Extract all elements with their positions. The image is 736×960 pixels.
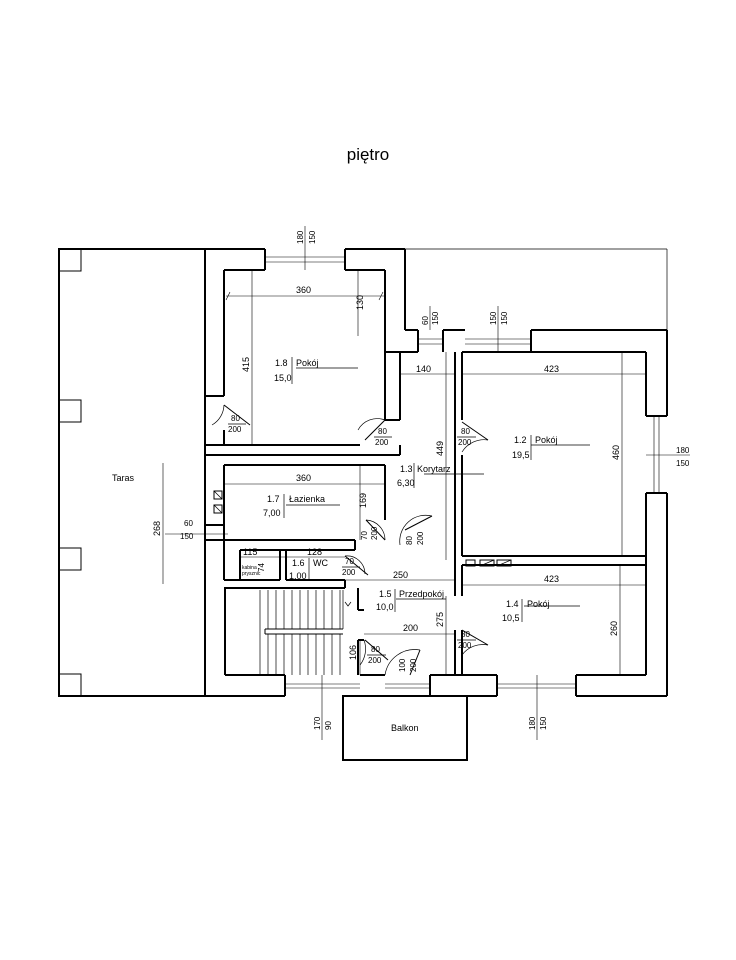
door-r18-width: 80 bbox=[231, 414, 240, 423]
plan-title: piętro bbox=[346, 145, 390, 164]
door-bal-height: 200 bbox=[409, 658, 418, 672]
room-1-4-area: 10,5 bbox=[502, 613, 520, 623]
dim-200: 200 bbox=[403, 623, 418, 633]
window-r12-width: 150 bbox=[489, 311, 498, 325]
window-right-height: 150 bbox=[676, 459, 690, 468]
dim-128: 128 bbox=[307, 547, 322, 557]
dim-250: 250 bbox=[393, 570, 408, 580]
room-1-8-area: 15,0 bbox=[274, 373, 292, 383]
dim-106: 106 bbox=[348, 645, 358, 660]
room-1-2: 1.2 Pokój 19,5 bbox=[512, 435, 558, 460]
door-r18b-width: 80 bbox=[378, 427, 387, 436]
dimension-lines bbox=[224, 270, 646, 675]
window-small-width: 60 bbox=[421, 316, 430, 325]
room-1-5-name: Przedpokój bbox=[399, 589, 444, 599]
door-wc-width: 70 bbox=[345, 557, 354, 566]
door-stair-height: 200 bbox=[368, 656, 382, 665]
room-1-5-area: 10,0 bbox=[376, 602, 394, 612]
room-1-2-number: 1.2 bbox=[514, 435, 527, 445]
dim-74: 74 bbox=[257, 563, 266, 572]
door-wc-height: 200 bbox=[342, 568, 356, 577]
balkon-label: Balkon bbox=[391, 723, 419, 733]
dim-360-bath: 360 bbox=[296, 473, 311, 483]
room-1-6-number: 1.6 bbox=[292, 558, 305, 568]
dim-423-top: 423 bbox=[544, 364, 559, 374]
window-taras-height: 150 bbox=[180, 532, 194, 541]
door-r14-width: 80 bbox=[461, 630, 470, 639]
exterior-walls bbox=[204, 248, 668, 697]
room-1-7-number: 1.7 bbox=[267, 494, 280, 504]
room-1-8: 1.8 Pokój 15,0 bbox=[274, 357, 319, 384]
fixtures bbox=[213, 490, 512, 567]
window-small-height: 150 bbox=[431, 311, 440, 325]
room-1-7-name: Łazienka bbox=[289, 494, 325, 504]
dim-130: 130 bbox=[355, 295, 365, 310]
room-1-5-number: 1.5 bbox=[379, 589, 392, 599]
window-right-width: 180 bbox=[676, 446, 690, 455]
window-bal-width: 170 bbox=[313, 716, 322, 730]
door-r12-width: 80 bbox=[461, 427, 470, 436]
room-1-3: 1.3 Korytarz 6,30 bbox=[397, 463, 451, 488]
staircase bbox=[259, 590, 352, 675]
window-bal-height: 90 bbox=[324, 721, 333, 730]
door-laz-height: 200 bbox=[370, 526, 379, 540]
room-1-3-number: 1.3 bbox=[400, 464, 413, 474]
room-1-3-area: 6,30 bbox=[397, 478, 415, 488]
dim-275: 275 bbox=[435, 612, 445, 627]
room-1-6-name: WC bbox=[313, 558, 328, 568]
room-1-2-name: Pokój bbox=[535, 435, 558, 445]
room-1-2-area: 19,5 bbox=[512, 450, 530, 460]
dimension-labels: 360 130 415 140 423 460 449 360 169 268 … bbox=[152, 285, 621, 660]
dim-460: 460 bbox=[611, 445, 621, 460]
door-r12-height: 200 bbox=[458, 438, 472, 447]
dim-260: 260 bbox=[609, 621, 619, 636]
door-kor-width: 80 bbox=[405, 536, 414, 545]
room-1-6-area: 1,00 bbox=[289, 571, 307, 581]
window-top-height: 150 bbox=[308, 230, 317, 244]
window-top-width: 180 bbox=[296, 230, 305, 244]
dim-423-bottom: 423 bbox=[544, 574, 559, 584]
door-bal-width: 100 bbox=[398, 658, 407, 672]
shower-label-line2: prysznic bbox=[242, 571, 261, 577]
dim-140: 140 bbox=[416, 364, 431, 374]
dim-169: 169 bbox=[358, 493, 368, 508]
room-1-8-name: Pokój bbox=[296, 358, 319, 368]
doors bbox=[211, 404, 489, 676]
door-stair-width: 80 bbox=[371, 645, 380, 654]
room-1-4-number: 1.4 bbox=[506, 599, 519, 609]
opening-labels: 180 150 60 150 150 150 180 150 60 150 17… bbox=[180, 230, 690, 730]
room-1-8-number: 1.8 bbox=[275, 358, 288, 368]
windows bbox=[165, 226, 690, 740]
dim-268: 268 bbox=[152, 521, 162, 536]
door-r18b-height: 200 bbox=[375, 438, 389, 447]
dim-360-top: 360 bbox=[296, 285, 311, 295]
room-1-7-area: 7,00 bbox=[263, 508, 281, 518]
interior-walls bbox=[205, 352, 646, 761]
shower-label-line1: kabina bbox=[242, 565, 257, 571]
room-1-7: 1.7 Łazienka 7,00 bbox=[263, 494, 325, 518]
door-kor-height: 200 bbox=[416, 531, 425, 545]
door-r18-height: 200 bbox=[228, 425, 242, 434]
dim-449: 449 bbox=[435, 441, 445, 456]
dim-415: 415 bbox=[241, 357, 251, 372]
window-r14-width: 180 bbox=[528, 716, 537, 730]
door-laz-width: 70 bbox=[360, 531, 369, 540]
window-taras-width: 60 bbox=[184, 519, 193, 528]
room-1-3-name: Korytarz bbox=[417, 464, 451, 474]
door-r14-height: 200 bbox=[458, 641, 472, 650]
room-1-4: 1.4 Pokój 10,5 bbox=[502, 599, 550, 623]
taras-label: Taras bbox=[112, 473, 135, 483]
window-r14-height: 150 bbox=[539, 716, 548, 730]
room-1-4-name: Pokój bbox=[527, 599, 550, 609]
window-r12-height: 150 bbox=[500, 311, 509, 325]
room-1-5: 1.5 Przedpokój 10,0 bbox=[376, 589, 444, 612]
room-1-6: 1.6 WC 1,00 bbox=[289, 558, 328, 581]
dim-115: 115 bbox=[243, 547, 257, 557]
